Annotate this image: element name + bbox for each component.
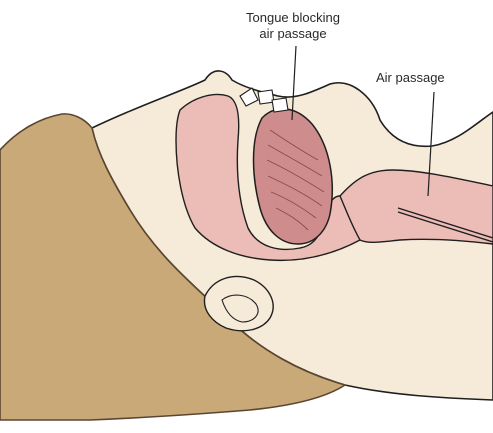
tongue-label-line1: Tongue blocking xyxy=(226,10,360,26)
air-passage-shape xyxy=(340,170,493,244)
tongue-label-line2: air passage xyxy=(226,26,360,42)
tongue-blocking-label: Tongue blocking air passage xyxy=(226,10,360,42)
air-passage-label: Air passage xyxy=(376,70,486,86)
